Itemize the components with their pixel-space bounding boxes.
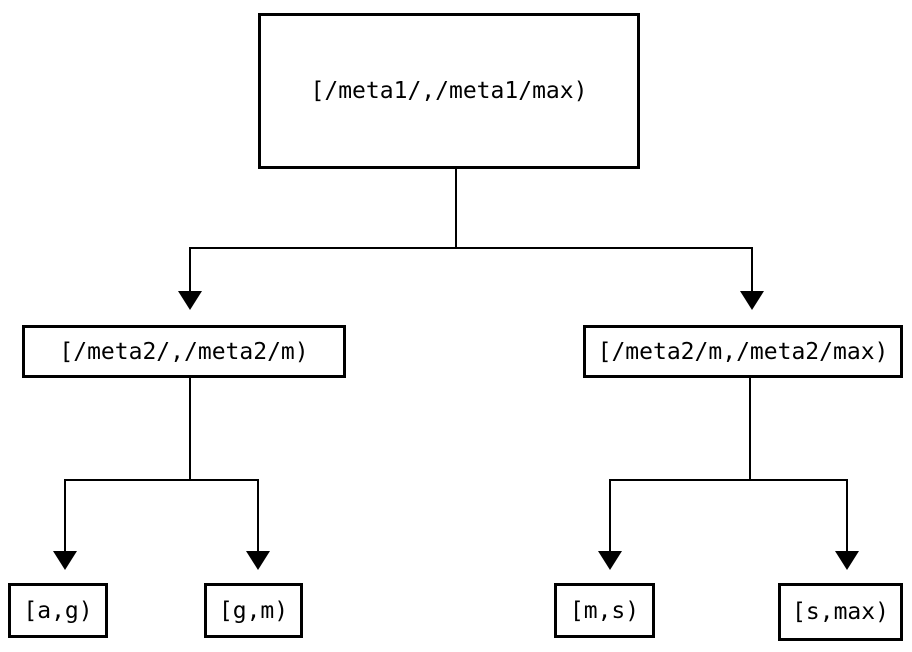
node-leaf-s-max: [s,max) [778, 583, 903, 641]
node-leaf-g-m: [g,m) [204, 583, 303, 638]
arrowhead-to-leaf-ms [598, 551, 622, 570]
arrowhead-to-leaf-smax [835, 551, 859, 570]
edges-from-meta2-right [598, 378, 859, 570]
node-root: [/meta1/,/meta1/max) [258, 13, 640, 169]
node-leaf-m-s: [m,s) [554, 583, 655, 638]
arrowhead-to-leaf-gm [246, 551, 270, 570]
node-meta2-left: [/meta2/,/meta2/m) [22, 325, 346, 378]
edges-from-root [178, 169, 764, 310]
edges-from-meta2-left [53, 378, 270, 570]
node-meta2-right: [/meta2/m,/meta2/max) [583, 325, 903, 378]
arrowhead-to-meta2-left [178, 291, 202, 310]
node-leaf-a-g: [a,g) [8, 583, 108, 638]
arrowhead-to-leaf-ag [53, 551, 77, 570]
arrowhead-to-meta2-right [740, 291, 764, 310]
